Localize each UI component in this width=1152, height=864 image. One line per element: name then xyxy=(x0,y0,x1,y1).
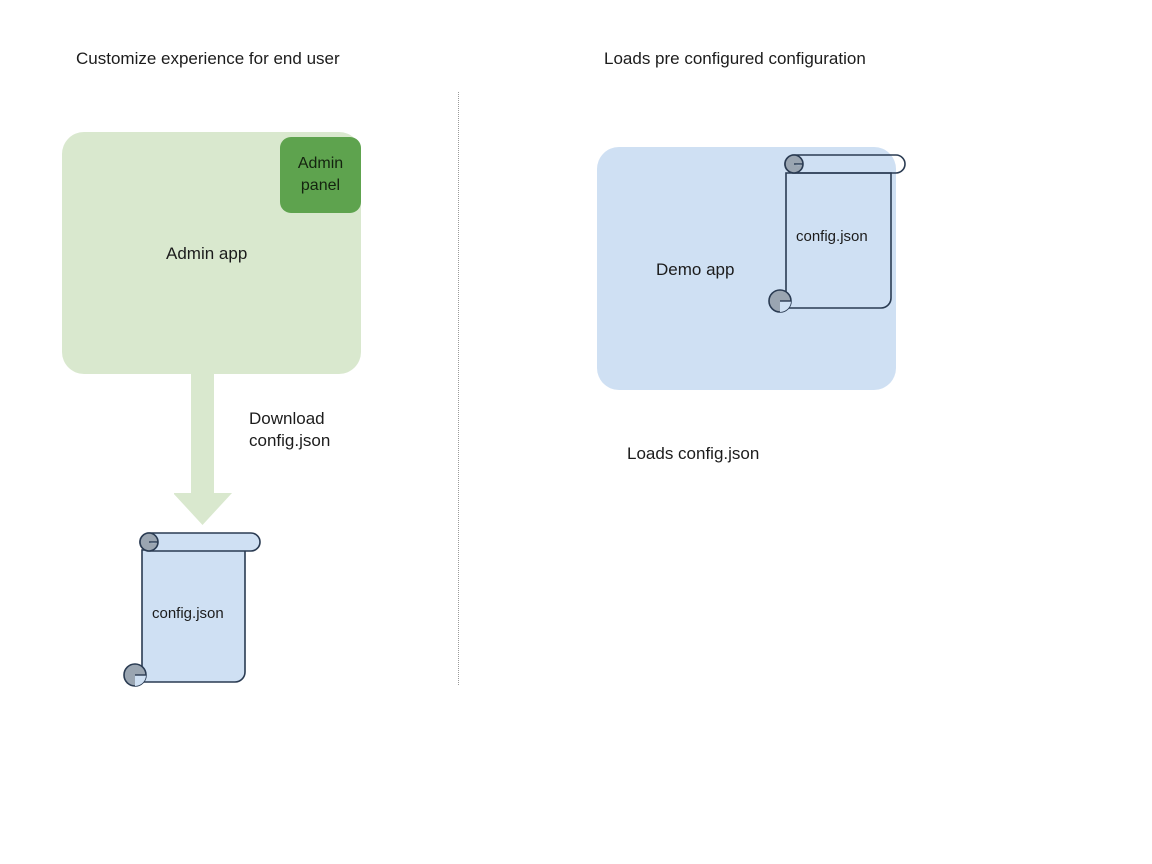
left-column-title: Customize experience for end user xyxy=(76,49,340,68)
column-divider xyxy=(458,92,459,685)
admin-panel-label-line2: panel xyxy=(300,177,341,194)
admin-app-label: Admin app xyxy=(166,244,248,263)
loads-config-caption: Loads config.json xyxy=(627,444,760,463)
download-arrow-caption: Download config.json xyxy=(249,408,330,452)
download-arrow-icon xyxy=(174,370,232,525)
config-file-scroll-icon-left[interactable] xyxy=(118,528,268,692)
admin-panel-label-line1: Admin xyxy=(297,155,344,172)
config-file-label-right: config.json xyxy=(796,228,868,245)
demo-app-container xyxy=(597,147,896,390)
config-file-label-left: config.json xyxy=(152,605,224,622)
admin-panel-button[interactable]: Admin panel xyxy=(280,137,361,213)
download-caption-line2: config.json xyxy=(249,431,331,450)
demo-app-label: Demo app xyxy=(656,260,735,279)
config-file-scroll-icon-right[interactable] xyxy=(764,150,912,316)
right-column-title: Loads pre configured configuration xyxy=(604,49,866,68)
download-caption-line1: Download xyxy=(249,409,325,428)
admin-panel-label: Admin panel xyxy=(298,153,343,197)
